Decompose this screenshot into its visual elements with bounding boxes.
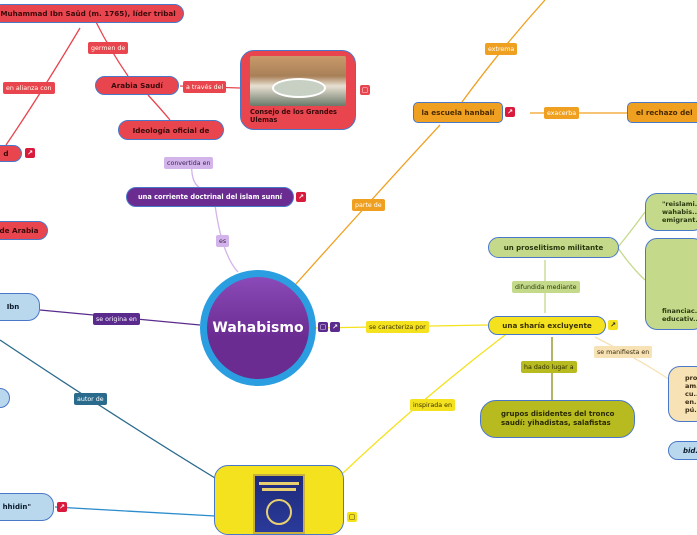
link-icon[interactable]: ↗ xyxy=(296,192,306,202)
node-label: una sharía excluyente xyxy=(502,321,592,330)
node-ibn-saud[interactable]: Muhammad Ibn Saûd (m. 1765), líder triba… xyxy=(0,4,184,23)
node-escuela-hanbali[interactable]: la escuela hanbalí xyxy=(413,102,503,123)
label-se-caracteriza-por: se caracteriza por xyxy=(366,321,429,333)
node-proselitismo[interactable]: un proselitismo militante xyxy=(488,237,619,258)
node-label: bid... xyxy=(683,446,697,455)
link-icon[interactable]: ↗ xyxy=(25,148,35,158)
label-convertida-en: convertida en xyxy=(164,157,214,169)
node-label: una corriente doctrinal del islam sunní xyxy=(137,193,283,201)
central-node[interactable]: Wahabismo xyxy=(200,270,316,386)
node-libro-image[interactable] xyxy=(214,465,344,535)
node-grupos-disidentes[interactable]: grupos disidentes del tronco saudí: yiha… xyxy=(480,400,635,438)
node-left-blue-3[interactable]: hhidin" xyxy=(0,493,54,521)
node-consejo-ulemas[interactable]: Consejo de los Grandes Ulemas xyxy=(240,50,356,130)
node-label: Arabia Saudí xyxy=(111,81,163,90)
node-label: Consejo de los Grandes Ulemas xyxy=(250,107,337,124)
node-arabia-saudi[interactable]: Arabia Saudí xyxy=(95,76,179,95)
node-label: Ideología oficial de xyxy=(132,125,210,135)
comment-icon[interactable]: ▢ xyxy=(360,85,370,95)
consejo-image xyxy=(250,55,346,106)
label-se-manifiesta-en: se manifiesta en xyxy=(594,346,653,358)
node-label: hhidin" xyxy=(2,503,31,511)
label-se-origina-en: se origina en xyxy=(93,313,140,325)
label-difundida-mediante: difundida mediante xyxy=(512,281,580,293)
label-es: es xyxy=(216,235,230,247)
central-inner: Wahabismo xyxy=(207,277,309,379)
node-left-red-2[interactable]: de Arabia xyxy=(0,221,48,240)
comment-icon[interactable]: ▢ xyxy=(318,322,328,332)
node-label: Muhammad Ibn Saûd (m. 1765), líder triba… xyxy=(0,9,176,18)
node-label: pro... am... cu... en... pú... xyxy=(685,373,697,415)
label-en-alianza-con: en alianza con xyxy=(3,82,55,94)
label-parte-de: parte de xyxy=(352,199,385,211)
node-left-red-1[interactable]: d xyxy=(0,145,22,162)
node-label: d xyxy=(3,149,9,158)
node-ideologia-oficial[interactable]: Ideología oficial de xyxy=(118,120,224,140)
central-title: Wahabismo xyxy=(212,320,304,336)
label-inspirada-en: inspirada en xyxy=(410,399,455,411)
label-autor-de: autor de xyxy=(74,393,107,405)
node-bid[interactable]: bid... xyxy=(668,441,697,460)
link-icon[interactable]: ↗ xyxy=(505,107,515,117)
node-label: "reislami... wahabis... emigrant... xyxy=(662,199,697,225)
node-label: el rechazo del xyxy=(636,108,693,117)
link-icon[interactable]: ↗ xyxy=(330,322,340,332)
label-a-traves-del: a través del xyxy=(183,81,227,93)
node-label: de Arabia xyxy=(0,226,39,235)
node-label: financiac... educativ... xyxy=(662,306,697,323)
link-icon[interactable]: ↗ xyxy=(608,320,618,330)
node-manifiesta[interactable]: pro... am... cu... en... pú... xyxy=(668,366,697,422)
node-corriente-doctrinal[interactable]: una corriente doctrinal del islam sunní xyxy=(126,187,294,207)
node-label: grupos disidentes del tronco saudí: yiha… xyxy=(501,410,615,427)
label-ha-dado-lugar-a: ha dado lugar a xyxy=(521,361,577,373)
node-left-blue-1[interactable]: Ibn xyxy=(0,293,40,321)
node-label: la escuela hanbalí xyxy=(421,108,495,117)
node-financiacion[interactable]: financiac... educativ... xyxy=(645,238,697,330)
label-extrema: extrema xyxy=(485,43,518,55)
book-cover xyxy=(253,474,305,534)
node-sharia-excluyente[interactable]: una sharía excluyente xyxy=(488,316,606,335)
node-label: un proselitismo militante xyxy=(503,243,604,252)
link-icon[interactable]: ↗ xyxy=(57,502,67,512)
node-reislamizacion[interactable]: "reislami... wahabis... emigrant... xyxy=(645,193,697,231)
node-label: Ibn xyxy=(6,303,20,311)
node-rechazo[interactable]: el rechazo del xyxy=(627,102,697,123)
comment-icon[interactable]: ▢ xyxy=(347,512,357,522)
label-germen-de: germen de xyxy=(88,42,129,54)
label-exacerba: exacerba xyxy=(544,107,580,119)
